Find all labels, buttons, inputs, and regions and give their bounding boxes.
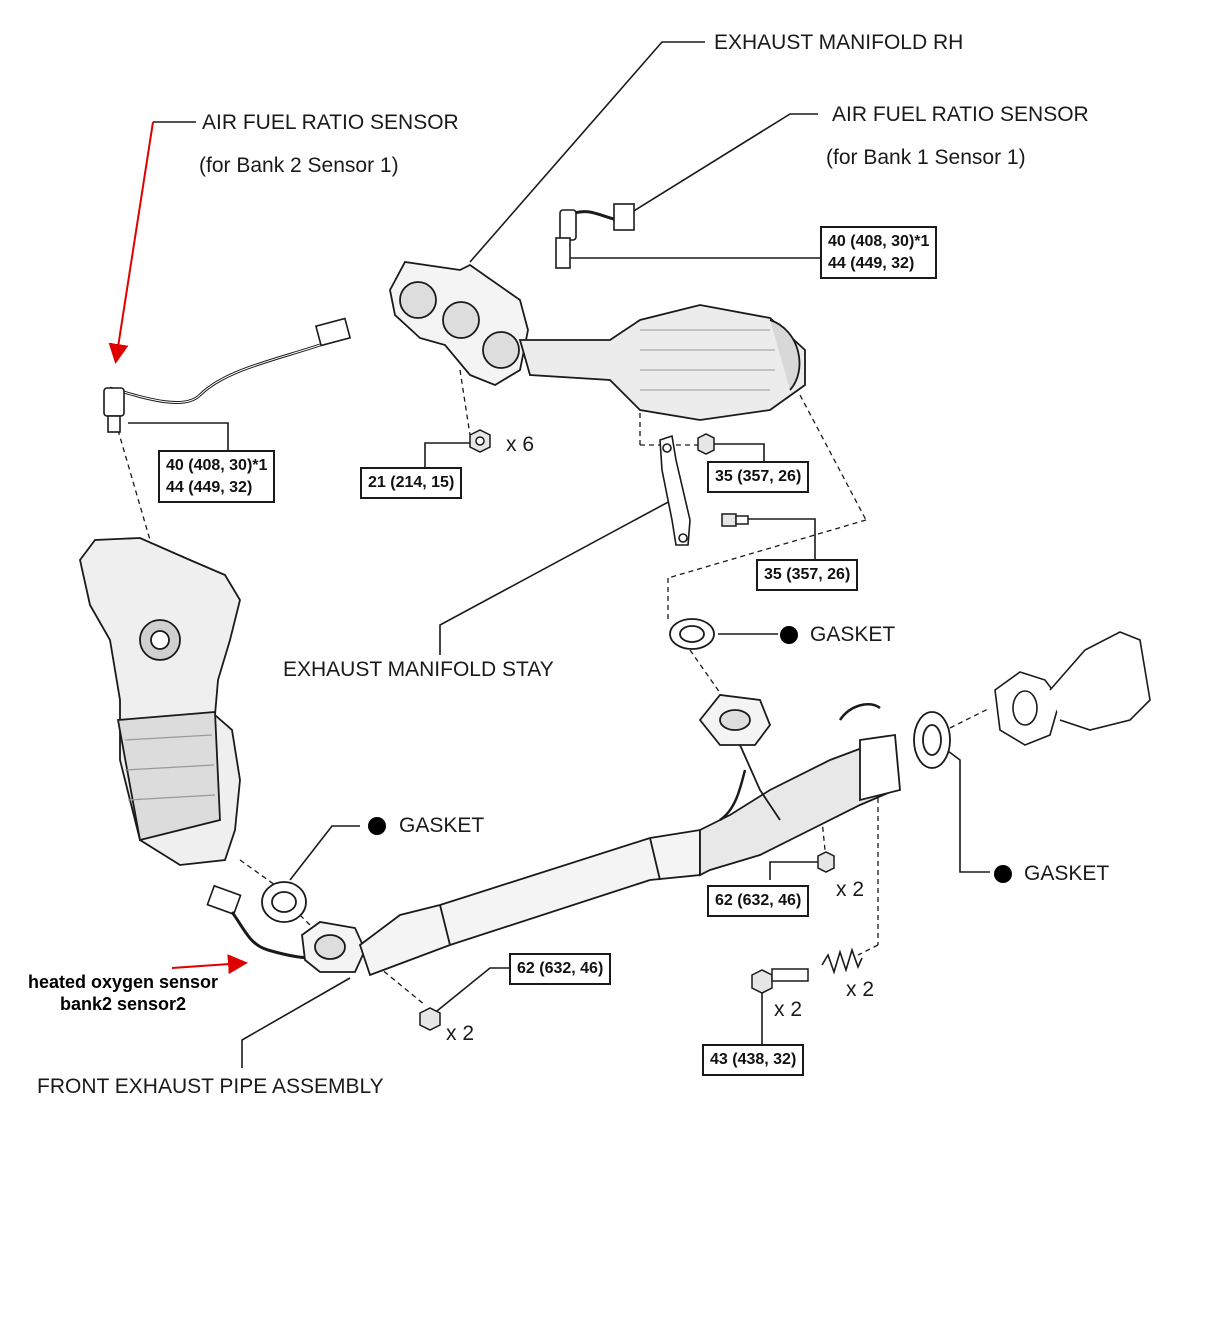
torque-line: 44 (449, 32) xyxy=(166,478,253,496)
label-afr-sensor-bank1-sub: (for Bank 1 Sensor 1) xyxy=(826,146,1026,169)
red-arrow-bank2-sensor2 xyxy=(171,954,248,975)
downstream-pipe-drawing xyxy=(994,631,1151,746)
gasket-left-drawing xyxy=(261,881,307,923)
spring-bolt-drawing xyxy=(751,968,809,994)
qty-bolt: x 2 xyxy=(774,998,803,1021)
label-heated-oxygen-sensor: heated oxygen sensor bank2 sensor2 xyxy=(8,972,238,1015)
label-afr-sensor-bank1-title: AIR FUEL RATIO SENSOR xyxy=(832,103,1089,126)
qty-pipe-nut-left: x 2 xyxy=(446,1022,475,1045)
torque-box-stay-nut: 35 (357, 26) xyxy=(707,461,810,493)
exhaust-manifold-stay-drawing xyxy=(659,434,691,546)
stay-bolt-drawing xyxy=(721,513,749,527)
torque-box-pipe-nut-right: 62 (632, 46) xyxy=(707,885,810,917)
label-exhaust-manifold-rh: EXHAUST MANIFOLD RH xyxy=(714,31,964,54)
exhaust-manifold-lh-drawing xyxy=(79,537,241,866)
torque-box-bank2-sensor: 40 (408, 30)*1 44 (449, 32) xyxy=(158,450,276,504)
label-afr-sensor-bank2-title: AIR FUEL RATIO SENSOR xyxy=(202,111,459,134)
red-arrow-bank2-sensor1 xyxy=(108,121,154,364)
label-gasket-right: GASKET xyxy=(1024,862,1110,885)
spring-drawing xyxy=(821,947,863,975)
hos-line-1: heated oxygen sensor xyxy=(27,972,219,992)
torque-box-manifold-nut: 21 (214, 15) xyxy=(360,467,463,499)
qty-spring: x 2 xyxy=(846,978,875,1001)
new-part-dot-left xyxy=(368,817,386,835)
torque-box-stay-bolt: 35 (357, 26) xyxy=(756,559,859,591)
label-gasket-left: GASKET xyxy=(399,814,485,837)
torque-line: 40 (408, 30)*1 xyxy=(828,233,930,250)
torque-box-bank1-sensor: 40 (408, 30)*1 44 (449, 32) xyxy=(820,226,938,280)
torque-box-spring-bolt: 43 (438, 32) xyxy=(702,1044,805,1076)
label-exhaust-manifold-stay: EXHAUST MANIFOLD STAY xyxy=(283,658,554,681)
exhaust-manifold-rh-drawing xyxy=(389,261,806,421)
gasket-upper-drawing xyxy=(669,618,715,650)
afr-sensor-bank2-drawing xyxy=(103,317,352,433)
torque-line: 40 (408, 30)*1 xyxy=(166,457,268,474)
new-part-dot-upper xyxy=(780,626,798,644)
new-part-dot-right xyxy=(994,865,1012,883)
label-gasket-upper: GASKET xyxy=(810,623,896,646)
pipe-nut-right-drawing xyxy=(817,851,835,873)
pipe-nut-left-drawing xyxy=(419,1007,441,1031)
stay-nut-drawing xyxy=(697,433,715,455)
torque-box-pipe-nut-left: 62 (632, 46) xyxy=(509,953,612,985)
qty-manifold-nut: x 6 xyxy=(506,433,535,456)
qty-pipe-nut-right: x 2 xyxy=(836,878,865,901)
leader-lines xyxy=(128,41,990,1068)
afr-sensor-bank1-drawing xyxy=(555,203,635,269)
label-front-exhaust-pipe: FRONT EXHAUST PIPE ASSEMBLY xyxy=(37,1075,384,1098)
hos-line-2: bank2 sensor2 xyxy=(59,993,187,1014)
front-exhaust-pipe-drawing xyxy=(301,694,901,977)
gasket-right-drawing xyxy=(913,711,951,769)
torque-line: 44 (449, 32) xyxy=(828,254,915,272)
label-afr-sensor-bank2-sub: (for Bank 2 Sensor 1) xyxy=(199,154,399,177)
manifold-nut-drawing xyxy=(469,429,491,453)
heated-oxygen-sensor-drawing xyxy=(206,884,313,960)
